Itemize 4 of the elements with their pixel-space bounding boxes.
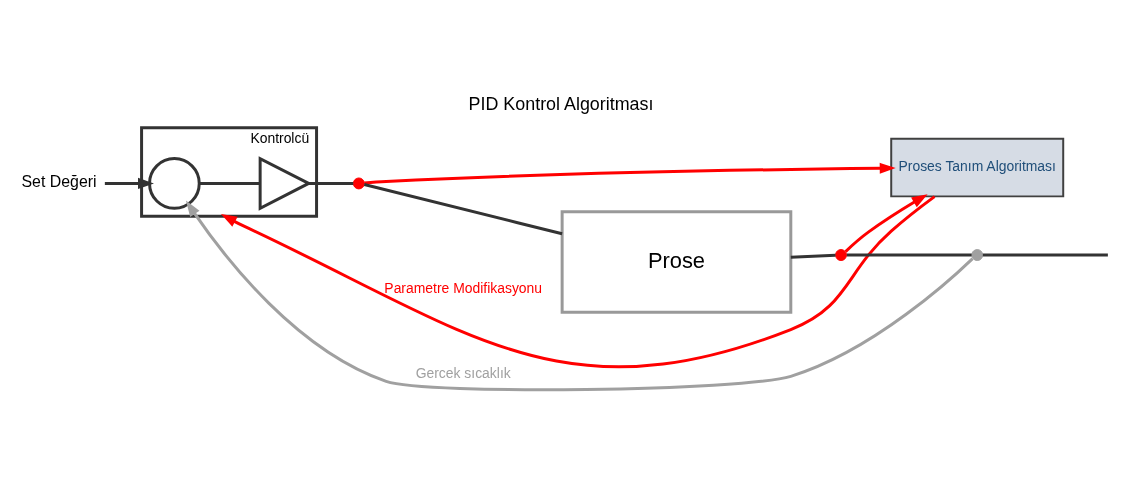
node-text: Set Değeri xyxy=(21,172,97,190)
edge-label: Gercek sıcaklık xyxy=(415,364,511,381)
edge-label: Parametre Modifikasyonu xyxy=(384,279,543,296)
diagram-title: PID Kontrol Algoritması xyxy=(468,93,654,114)
